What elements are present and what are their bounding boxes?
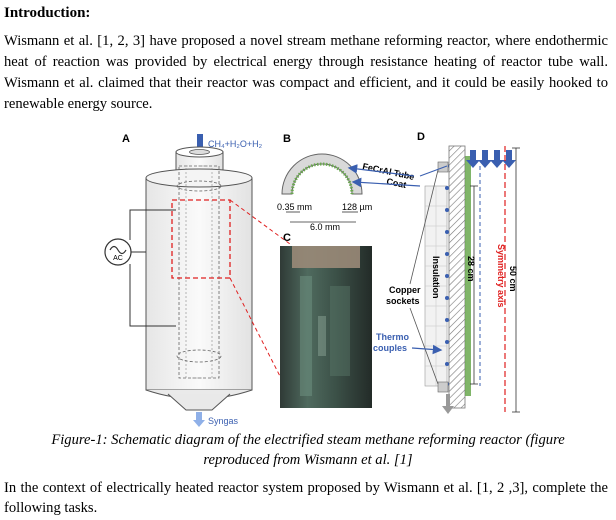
feed-inlet-bar	[197, 134, 203, 154]
caption-line-1: Figure-1: Schematic diagram of the elect…	[51, 432, 565, 448]
coat-strip	[465, 156, 471, 396]
zoom-box	[171, 199, 231, 279]
feed-arrows	[466, 150, 516, 168]
panel-d: D	[347, 131, 520, 414]
bottom-cone	[167, 393, 231, 411]
outlet-arrow	[442, 394, 454, 414]
reactor-wall	[448, 145, 466, 409]
ac-label: AC	[113, 255, 123, 262]
thermocouples-label-2: couples	[373, 343, 407, 353]
copper-sockets-label-2: sockets	[386, 296, 420, 306]
tasks-paragraph: In the context of electrically heated re…	[4, 480, 608, 516]
panel-label-c: C	[283, 232, 291, 244]
syngas-outlet-bar	[196, 412, 202, 421]
length-28-label: 28 cm	[466, 256, 476, 282]
dim-coat-label: 128 µm	[342, 202, 372, 212]
figure-1: A CH₄+H₂O+H₂ AC Syngas	[0, 126, 616, 428]
feed-label: CH₄+H₂O+H₂	[208, 139, 263, 149]
caption-line-2: reproduced from Wismann et al. [1]	[203, 452, 413, 468]
length-50-label: 50 cm	[508, 266, 518, 292]
coat-arrow	[351, 177, 421, 188]
dim-wall-label: 0.35 mm	[277, 202, 312, 212]
section-heading: Introduction:	[4, 5, 91, 21]
panel-label-b: B	[283, 133, 291, 145]
panel-a: A CH₄+H₂O+H₂ AC Syngas	[104, 133, 263, 427]
panel-b: B 0.35 mm 128 µm 6.0 mm	[277, 133, 372, 232]
ac-wire-bottom	[129, 264, 176, 327]
symmetry-axis-label: Symmetry axis	[496, 244, 506, 308]
thermocouples-label-1: Thermo	[376, 332, 410, 342]
ac-wire-top	[129, 209, 176, 240]
thermocouple-dots	[445, 164, 449, 386]
syngas-label: Syngas	[208, 416, 239, 426]
panel-label-a: A	[122, 133, 130, 145]
intro-paragraph: Wismann et al. [1, 2, 3] have proposed a…	[4, 33, 608, 112]
thermocouple-arrow	[411, 344, 443, 355]
insulation-label: Insulation	[431, 256, 441, 299]
reactor-photo	[280, 246, 372, 408]
zoom-line-top	[229, 199, 291, 245]
coat-layer	[290, 162, 354, 195]
fecral-arrow-right	[419, 165, 448, 177]
dim-diameter-label: 6.0 mm	[310, 222, 340, 232]
figure-caption: Figure-1: Schematic diagram of the elect…	[20, 430, 596, 470]
fecral-arrow	[347, 164, 415, 177]
copper-socket-bottom	[437, 381, 449, 393]
copper-callout-line-top	[409, 169, 439, 285]
panel-label-d: D	[417, 131, 425, 143]
tube-cross-section	[281, 153, 363, 195]
coat-label: Coat	[386, 176, 408, 190]
copper-callout-line-bottom	[409, 307, 439, 385]
copper-sockets-label-1: Copper	[389, 285, 421, 295]
panel-c: C	[280, 232, 372, 408]
